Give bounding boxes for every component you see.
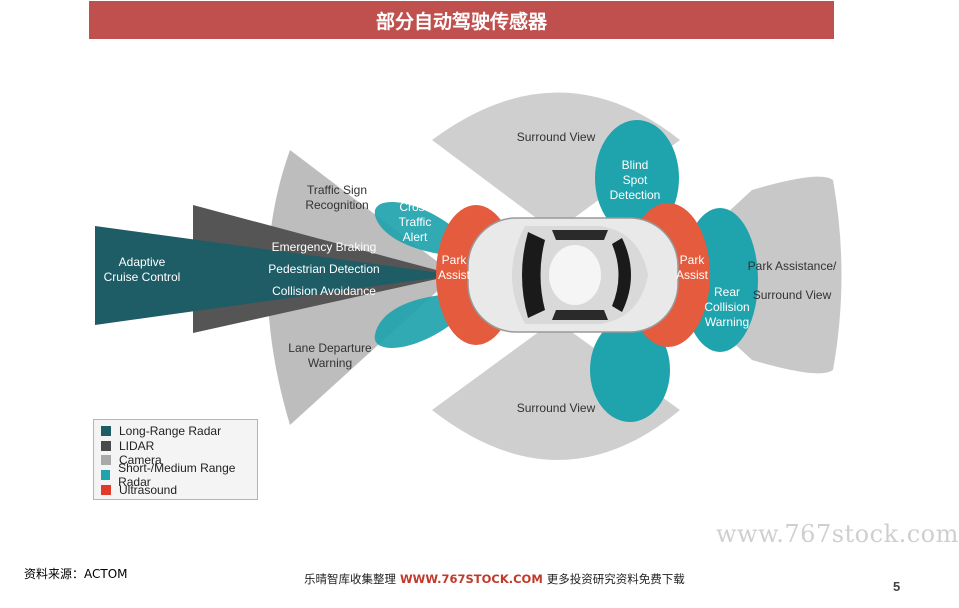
legend-swatch — [101, 455, 111, 466]
surround-view-bottom-zone — [432, 320, 680, 460]
label-collision-avoidance: Collision Avoidance — [272, 284, 376, 298]
label-cross-2: Traffic — [399, 215, 432, 229]
label-lane-1: Lane Departure — [288, 341, 372, 355]
label-pedestrian-detection: Pedestrian Detection — [268, 262, 379, 276]
legend-item: Long-Range Radar — [101, 424, 257, 439]
label-rear-coll-1: Rear — [714, 285, 740, 299]
label-traffic-sign-2: Recognition — [305, 198, 368, 212]
legend-swatch — [101, 470, 111, 481]
blind-spot-bottom-zone — [590, 318, 670, 422]
label-adaptive-2: Cruise Control — [104, 270, 181, 284]
legend-item: Ultrasound — [101, 482, 257, 497]
car-icon — [467, 217, 679, 333]
label-blind-2: Spot — [623, 173, 648, 187]
label-adaptive-1: Adaptive — [119, 255, 166, 269]
label-cross-1: Cross — [399, 200, 430, 214]
label-blind-1: Blind — [622, 158, 649, 172]
source-note: 资料来源：ACTOM — [24, 567, 128, 581]
footer-site-link[interactable]: WWW.767STOCK.COM — [400, 572, 543, 586]
legend-item: LIDAR — [101, 439, 257, 454]
label-emergency-braking: Emergency Braking — [272, 240, 377, 254]
footer-suffix: 更多投资研究资料免费下载 — [546, 572, 685, 586]
page-number: 5 — [893, 579, 901, 594]
legend-swatch — [101, 426, 111, 437]
page-title: 部分自动驾驶传感器 — [89, 1, 834, 39]
label-park-rear-2: Assist — [676, 268, 709, 282]
label-traffic-sign-1: Traffic Sign — [307, 183, 367, 197]
legend-item: Short-/Medium Range Radar — [101, 461, 257, 489]
label-surround-top: Surround View — [517, 130, 596, 144]
footer-prefix: 乐晴智库收集整理 — [304, 572, 396, 586]
label-park-rear-1: Park — [680, 253, 706, 267]
label-blind-3: Detection — [610, 188, 661, 202]
watermark: www.767stock.com — [716, 520, 959, 548]
label-cross-3: Alert — [403, 230, 428, 244]
legend-swatch — [101, 440, 111, 451]
label-park-front-2: Assist — [438, 268, 471, 282]
legend-swatch — [101, 484, 111, 495]
long-range-radar-zone — [95, 226, 455, 325]
legend-item: Camera — [101, 453, 257, 468]
legend: Long-Range Radar LIDAR Camera Short-/Med… — [93, 419, 258, 500]
label-rear-coll-3: Warning — [705, 315, 749, 329]
label-rear-coll-2: Collision — [704, 300, 749, 314]
label-park-front-1: Park — [442, 253, 468, 267]
label-lane-2: Warning — [308, 356, 352, 370]
label-park-assist-1: Park Assistance/ — [748, 259, 837, 273]
label-surround-bottom: Surround View — [517, 401, 596, 415]
label-park-assist-2: Surround View — [753, 288, 832, 302]
